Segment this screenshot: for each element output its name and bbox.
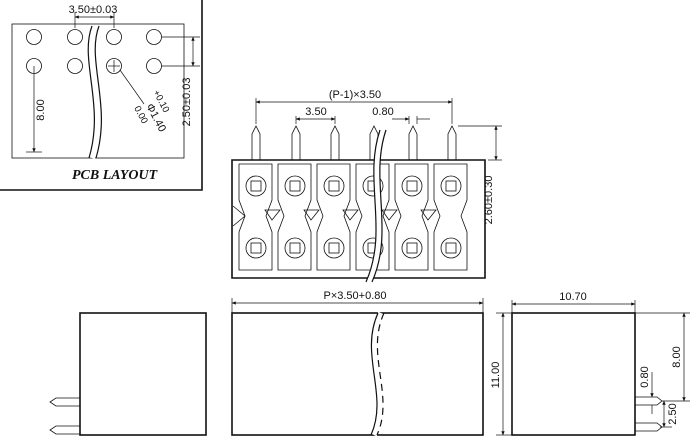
- terminal-cell: [316, 163, 351, 271]
- bottom-view: P×3.50+0.80: [231, 290, 484, 437]
- terminal-cell: [394, 163, 429, 271]
- front-pin: [330, 125, 340, 160]
- pcb-hole: [106, 29, 122, 45]
- pin-height-label: 2.60±0.30: [483, 176, 495, 225]
- front-break-line: [371, 129, 387, 283]
- pcb-outline: [11, 23, 185, 159]
- pin-width-label: 0.80: [372, 106, 393, 118]
- bottom-body-outline: [231, 312, 484, 436]
- pcb-row-spacing-label: 2.50±0.03: [181, 78, 193, 127]
- pcb-hole: [146, 58, 162, 74]
- pcb-layout-frame: [0, 0, 203, 191]
- pcb-pitch-label: 3.50±0.03: [69, 4, 118, 16]
- pcb-hole: [67, 29, 83, 45]
- pcb-hole-row-top: [26, 29, 162, 45]
- pcb-hole-row-bottom: [26, 58, 162, 74]
- left-body-outline: [79, 312, 207, 436]
- pcb-hole: [146, 29, 162, 45]
- pin-size-label: 0.80: [639, 366, 651, 387]
- front-pin: [291, 125, 301, 160]
- pcb-hole: [106, 58, 122, 74]
- pin-length-label: 2.50: [667, 403, 679, 424]
- pcb-height-label: 8.00: [35, 99, 47, 120]
- front-wedges: [232, 205, 437, 227]
- terminal-cell: [433, 163, 468, 271]
- left-pin: [49, 397, 80, 407]
- pcb-break-line: [87, 25, 95, 159]
- hole-diameter-leader: [119, 69, 145, 105]
- terminal-cell: [238, 163, 273, 271]
- front-view: (P-1)×3.50 3.50 0.80 2.60±0.30: [231, 89, 502, 284]
- terminal-cell: [277, 163, 312, 271]
- pcb-hole: [26, 29, 42, 45]
- overall-pitch-label: (P-1)×3.50: [329, 89, 381, 101]
- right-side-view: 10.70 11.00 8.00 0.80 2.50: [490, 291, 690, 436]
- front-pins: [251, 125, 457, 160]
- pcb-hole-center-mark: [108, 60, 120, 72]
- pcb-layout-view: 3.50±0.03 2.50±0.03 8.00 Φ1.40 +0.10 0.0…: [0, 0, 203, 191]
- front-pin: [408, 125, 418, 160]
- right-pin: [635, 422, 663, 432]
- left-pin: [49, 425, 80, 435]
- pcb-break-line: [94, 25, 102, 159]
- body-height-label: 8.00: [671, 346, 683, 367]
- front-pin: [251, 125, 261, 160]
- depth-label: 10.70: [559, 291, 587, 303]
- front-pin: [447, 125, 457, 160]
- bottom-break-line-dashed: [376, 312, 385, 436]
- left-side-view: [49, 312, 207, 436]
- pin-pitch-label: 3.50: [305, 106, 326, 118]
- terminal-cell: [355, 163, 390, 271]
- pcb-hole: [67, 58, 83, 74]
- right-body-outline: [511, 312, 636, 436]
- front-cells: [238, 163, 468, 271]
- height-label: 11.00: [490, 362, 502, 389]
- front-break-line: [365, 129, 381, 283]
- bottom-break-line: [370, 312, 379, 436]
- front-body-outline: [231, 159, 486, 279]
- length-label: P×3.50+0.80: [323, 290, 386, 302]
- right-pin: [635, 396, 663, 406]
- pcb-layout-title: PCB LAYOUT: [72, 168, 159, 183]
